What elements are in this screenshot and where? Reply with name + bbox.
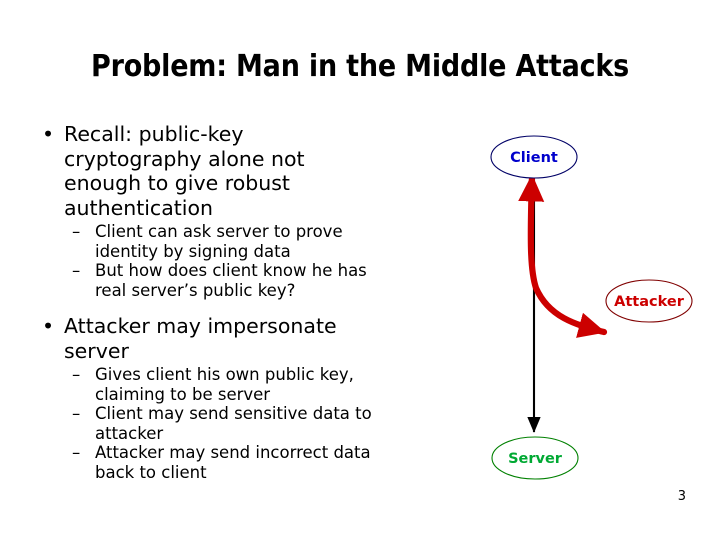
dash-glyph-icon: – xyxy=(72,261,81,280)
node-server[interactable]: Server xyxy=(491,436,579,480)
node-server-label: Server xyxy=(508,451,563,467)
page-number: 3 xyxy=(677,489,686,504)
bullet-item-2: • Attacker may impersonate server – Give… xyxy=(26,314,378,482)
node-client[interactable]: Client xyxy=(490,135,578,179)
sub-bullet-text: Attacker may send incorrect data back to… xyxy=(95,443,371,482)
sub-bullet-list-1: – Client can ask server to prove identit… xyxy=(64,222,378,300)
page-title: Problem: Man in the Middle Attacks xyxy=(91,49,629,84)
bullet-glyph-icon: • xyxy=(42,314,55,338)
sub-bullet-text: Client can ask server to prove identity … xyxy=(95,222,343,261)
bullet-glyph-icon: • xyxy=(42,122,55,146)
bullet-text: Recall: public-key cryptography alone no… xyxy=(64,122,305,220)
edge-client-attacker xyxy=(518,172,608,338)
dash-glyph-icon: – xyxy=(72,443,81,462)
sub-bullet-item: – Attacker may send incorrect data back … xyxy=(64,443,378,482)
bullet-text: Attacker may impersonate server xyxy=(64,314,337,363)
node-client-shape xyxy=(490,135,578,179)
sub-bullet-item: – Client may send sensitive data to atta… xyxy=(64,404,378,443)
sub-bullet-text: Gives client his own public key, claimin… xyxy=(95,365,354,404)
mitm-diagram: Client Attacker Server xyxy=(460,120,720,510)
dash-glyph-icon: – xyxy=(72,222,81,241)
spacer xyxy=(26,300,378,314)
sub-bullet-item: – Gives client his own public key, claim… xyxy=(64,365,378,404)
node-server-shape xyxy=(491,436,579,480)
dash-glyph-icon: – xyxy=(72,404,81,423)
sub-bullet-text: Client may send sensitive data to attack… xyxy=(95,404,372,443)
node-attacker-shape xyxy=(605,279,693,323)
sub-bullet-item: – Client can ask server to prove identit… xyxy=(64,222,378,261)
dash-glyph-icon: – xyxy=(72,365,81,384)
sub-bullet-list-2: – Gives client his own public key, claim… xyxy=(64,365,378,482)
node-attacker[interactable]: Attacker xyxy=(605,279,693,323)
slide-body: • Recall: public-key cryptography alone … xyxy=(26,122,378,482)
sub-bullet-text: But how does client know he has real ser… xyxy=(95,261,367,300)
bullet-item-1: • Recall: public-key cryptography alone … xyxy=(26,122,378,300)
bullet-list: • Recall: public-key cryptography alone … xyxy=(26,122,378,482)
node-attacker-label: Attacker xyxy=(614,294,685,310)
sub-bullet-item: – But how does client know he has real s… xyxy=(64,261,378,300)
node-client-label: Client xyxy=(510,150,558,166)
